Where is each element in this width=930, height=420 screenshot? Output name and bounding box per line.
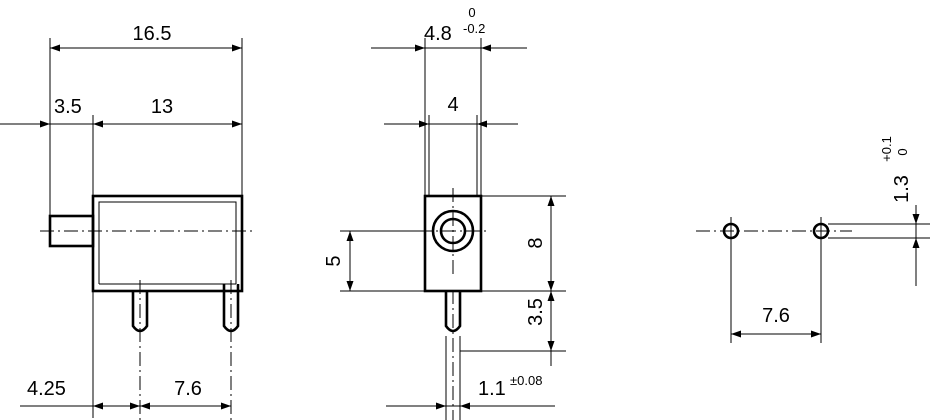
dim-width-tol-upper: 0 — [468, 5, 475, 20]
dim-pin-offset: 3.5 — [54, 96, 82, 118]
dim-hole-diameter: 1.3 — [891, 175, 913, 203]
dim-pin-edge-offset: 4.25 — [27, 378, 66, 400]
dim-inner-width: 4 — [447, 94, 458, 116]
front-view: 4.8 0 -0.2 4 5 8 3.5 1.1 ±0.08 — [323, 5, 566, 420]
dim-center-height: 5 — [323, 255, 345, 266]
body-outline — [91, 194, 244, 293]
dim-hole-pitch: 7.6 — [762, 305, 790, 327]
dim-body-length: 13 — [151, 96, 173, 118]
dim-pin-diameter: 1.1 — [478, 378, 506, 400]
dim-overall-length: 16.5 — [133, 23, 172, 45]
front-pin — [444, 291, 462, 333]
side-view: 16.5 3.5 13 4.25 7.6 — [0, 23, 252, 420]
body-inner-outline — [98, 201, 237, 284]
hole-pattern-view: 7.6 1.3 +0.1 0 — [696, 136, 930, 343]
dim-height: 8 — [525, 237, 547, 248]
dim-hole-tol-lower: 0 — [895, 148, 910, 155]
dim-pin-diameter-tol: ±0.08 — [510, 373, 542, 388]
dim-hole-tol-upper: +0.1 — [879, 136, 894, 162]
dim-width-tol-lower: -0.2 — [463, 21, 485, 36]
dim-pin-length: 3.5 — [525, 298, 547, 326]
dim-pin-pitch-side: 7.6 — [174, 378, 202, 400]
dim-width: 4.8 — [424, 23, 452, 45]
